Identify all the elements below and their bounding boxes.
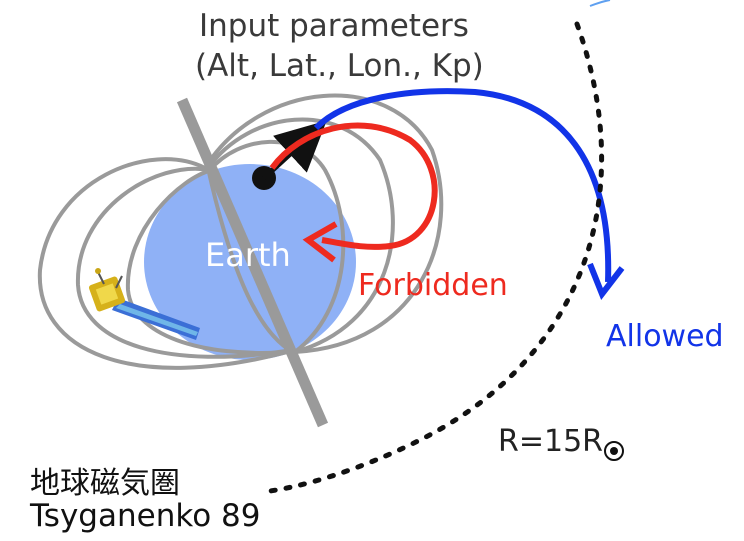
field-line [203,93,444,354]
boundary-radius-label: R=15R [498,424,624,461]
input-parameters-list: (Alt, Lat., Lon., Kp) [195,48,484,84]
field-line [206,117,395,354]
field-lines [37,93,444,370]
field-line [75,166,293,359]
forbidden-trajectory [269,122,438,250]
satellite-icon [88,268,200,340]
allowed-label: Allowed [606,319,724,354]
model-name-label: Tsyganenko 89 [30,498,261,534]
magnetosphere-label-jp: 地球磁気圏 [30,466,180,501]
allowed-trajectory [313,88,612,283]
allowed-trajectory-tail [589,0,611,7]
magnetic-axis [176,97,329,428]
boundary-dotted-arc [259,21,605,495]
field-line [125,168,291,355]
forbidden-arrowhead [302,221,338,263]
allowed-arrowhead [587,262,625,301]
input-parameters-title: Input parameters [199,8,469,44]
field-line [37,157,296,370]
field-line [206,167,294,354]
earth-label: Earth [205,236,291,274]
boundary-radius-text: R=15R [498,424,603,459]
earth-symbol [604,441,624,461]
forbidden-label: Forbidden [358,268,508,303]
